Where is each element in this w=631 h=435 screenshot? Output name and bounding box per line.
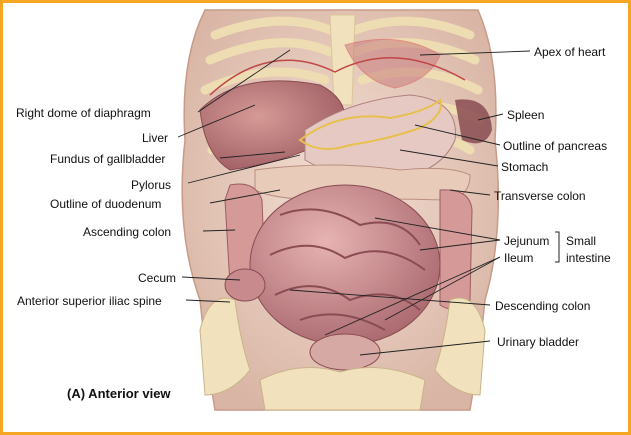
label-right-dome-of-diaphragm: Right dome of diaphragm — [16, 106, 151, 120]
label-liver: Liver — [142, 131, 168, 145]
heart — [344, 38, 441, 89]
anatomy-illustration: Right dome of diaphragm Liver Fundus of … — [16, 9, 611, 411]
cecum — [224, 268, 266, 302]
small-intestine — [249, 184, 441, 346]
leader-lines — [177, 49, 531, 356]
spleen — [455, 99, 492, 144]
pancreas-outline — [298, 98, 442, 150]
label-ileum: Ileum — [504, 251, 533, 265]
pelvis — [199, 297, 486, 411]
label-outline-of-pancreas: Outline of pancreas — [503, 139, 607, 153]
label-fundus-of-gallbladder: Fundus of gallbladder — [50, 152, 165, 166]
figure-caption: (A) Anterior view — [67, 386, 171, 401]
label-spleen: Spleen — [507, 108, 544, 122]
label-outline-of-duodenum: Outline of duodenum — [50, 197, 161, 211]
label-cecum: Cecum — [138, 271, 176, 285]
label-urinary-bladder: Urinary bladder — [497, 335, 579, 349]
descending-colon — [439, 189, 473, 310]
urinary-bladder — [309, 333, 381, 371]
diaphragm-line — [209, 57, 466, 96]
label-descending-colon: Descending colon — [495, 299, 590, 313]
label-anterior-superior-iliac-spine: Anterior superior iliac spine — [17, 294, 162, 308]
small-intestine-bracket — [555, 231, 560, 263]
label-ascending-colon: Ascending colon — [83, 225, 171, 239]
label-stomach: Stomach — [501, 160, 548, 174]
sternum — [329, 14, 356, 106]
label-pylorus: Pylorus — [131, 178, 171, 192]
label-jejunum: Jejunum — [504, 234, 549, 248]
label-apex-of-heart: Apex of heart — [534, 45, 606, 59]
label-transverse-colon: Transverse colon — [494, 189, 586, 203]
